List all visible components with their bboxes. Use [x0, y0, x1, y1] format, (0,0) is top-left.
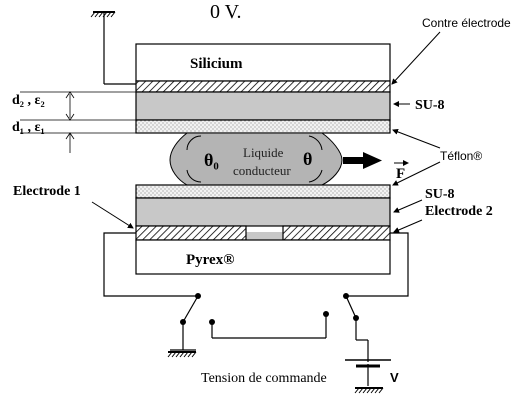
top-ground-symbol: [90, 11, 136, 85]
electrode2-label: Electrode 2: [425, 204, 493, 219]
theta-bottom-arc: [308, 169, 323, 183]
conducteur-label: conducteur: [233, 163, 291, 178]
contre-electrode-layer: [135, 80, 391, 93]
teflon-bottom-layer: [135, 184, 391, 199]
pyrex-layer: [135, 239, 391, 275]
right-ground-symbol: [354, 387, 384, 394]
force-label: F: [396, 166, 405, 182]
electrode1-label: Electrode 1: [13, 184, 81, 199]
electrode1-pointer: [91, 201, 134, 229]
left-ground-symbol: [167, 351, 197, 358]
pyrex-label: Pyrex®: [186, 252, 234, 268]
top-text-fragment: 0 V.: [210, 1, 242, 23]
teflon-top-layer: [135, 119, 391, 134]
battery-symbol: [345, 359, 391, 368]
contre-electrode-label: Contre électrode: [422, 16, 511, 30]
tension-label: Tension de commande: [201, 371, 327, 386]
teflon-pointer-bottom: [392, 161, 441, 186]
su8-bottom-layer: [135, 197, 391, 227]
teflon-label: Téflon®: [440, 149, 482, 163]
su8-bottom-pointer: [393, 199, 423, 213]
theta0-label: θ₀: [204, 150, 219, 170]
theta0-top-arc: [186, 135, 202, 151]
voltage-label: V: [390, 370, 399, 385]
switch-contacts: [180, 293, 359, 325]
electrode2-layer: [282, 225, 391, 241]
circuit-wiring: [103, 232, 409, 386]
theta-label: θ: [303, 149, 312, 169]
contre-electrode-pointer: [391, 31, 441, 85]
silicium-layer: [135, 43, 391, 82]
teflon-pointer-top: [392, 128, 441, 149]
liquide-label: Liquide: [243, 145, 284, 160]
su8-top-layer: [135, 91, 391, 121]
electrode2-pointer: [393, 219, 423, 233]
force-arrow: [343, 152, 382, 169]
su8-top-label: SU-8: [415, 98, 445, 113]
su8-bottom-label: SU-8: [425, 187, 455, 202]
d2-eps2-label: d₂ , ε₂: [12, 93, 45, 108]
d1-eps1-label: d₁ , ε₁: [12, 120, 45, 135]
theta0-bottom-arc: [186, 169, 202, 183]
electrode1-layer: [135, 225, 247, 241]
thickness-dimensions: [20, 91, 136, 153]
theta-top-arc: [308, 135, 323, 151]
silicium-label: Silicium: [190, 56, 243, 72]
